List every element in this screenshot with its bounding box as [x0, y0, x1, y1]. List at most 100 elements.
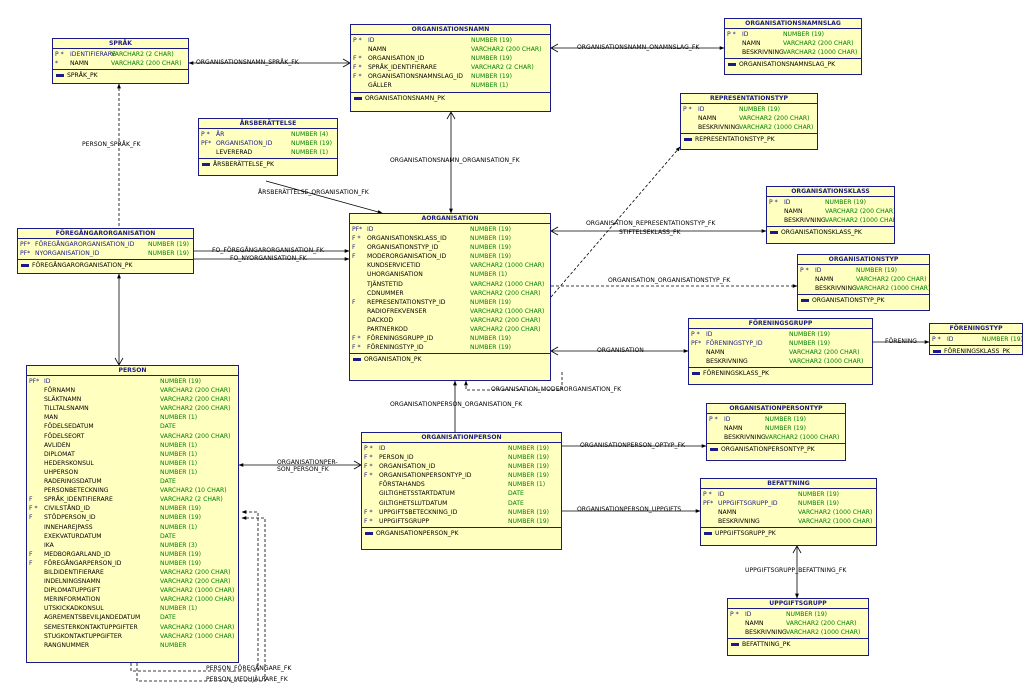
- primary-key-row[interactable]: ORGANISATIONPERSONTYP_PK: [707, 445, 845, 454]
- primary-key-row[interactable]: ORGANISATION_PK: [350, 355, 550, 364]
- primary-key-row[interactable]: ORGANISATIONSKLASS_PK: [767, 228, 894, 237]
- primary-key-row[interactable]: ORGANISATIONSNAMNSLAG_PK: [725, 60, 861, 69]
- primary-key-row[interactable]: ORGANISATIONSNAMN_PK: [351, 94, 550, 103]
- primary-key-row[interactable]: BEFATTNING_PK: [728, 640, 868, 649]
- primary-key-row[interactable]: UPPGIFTSGRUPP_PK: [701, 529, 876, 538]
- primary-key-row[interactable]: SPRÅK_PK: [53, 71, 188, 80]
- primary-key-row[interactable]: REPRESENTATIONSTYP_PK: [681, 135, 817, 144]
- primary-key-row[interactable]: ORGANISATIONPERSON_PK: [362, 529, 561, 538]
- primary-key-row[interactable]: FÖREGÅNGARORGANISATION_PK: [18, 261, 193, 270]
- primary-key-row[interactable]: FÖRENINGSKLASS_PK: [930, 347, 1022, 354]
